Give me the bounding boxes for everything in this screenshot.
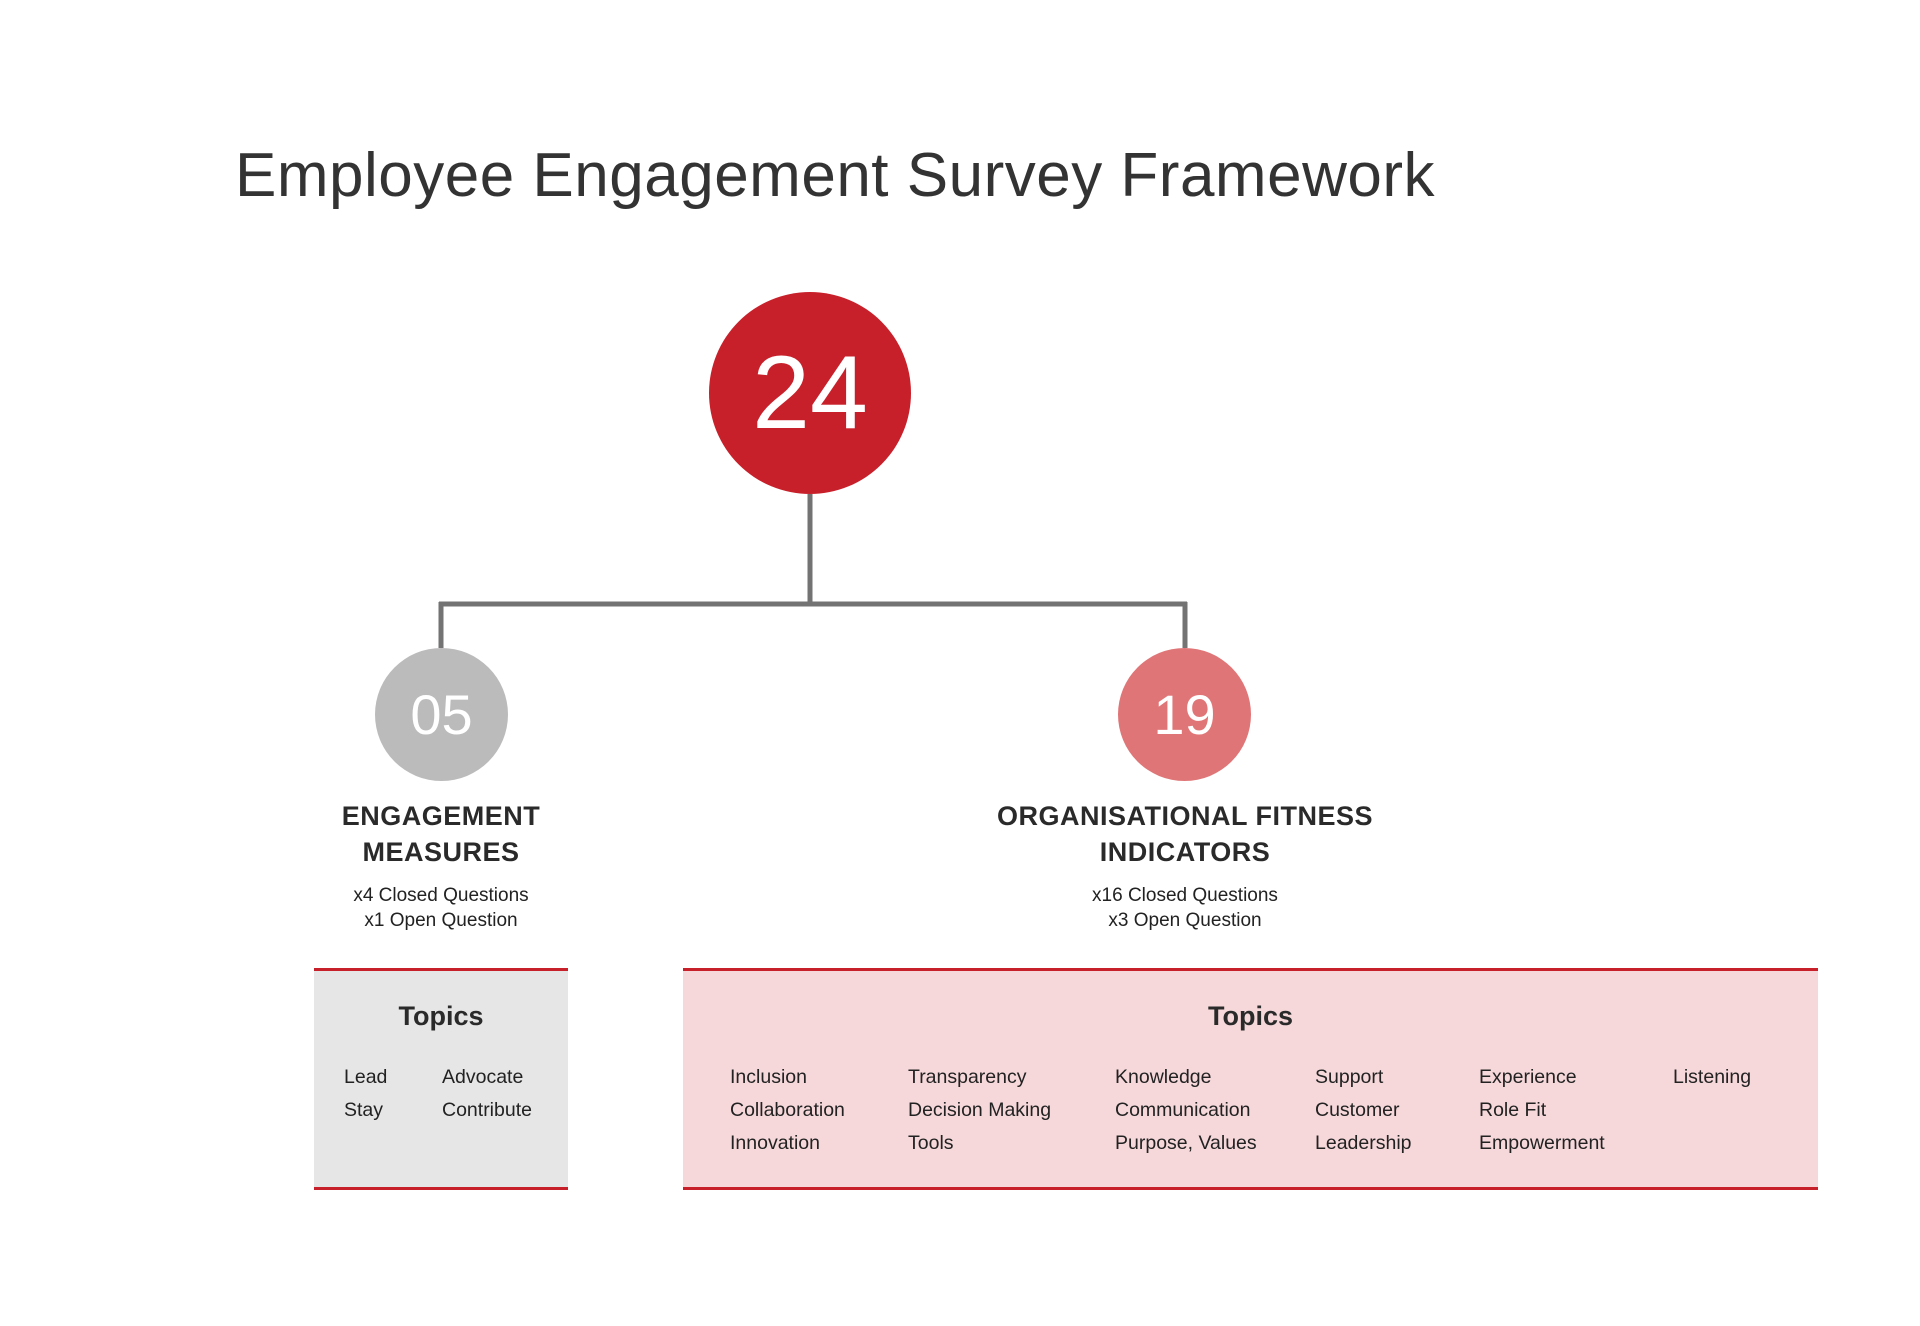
topic-item: Communication [1115, 1099, 1251, 1121]
page-title: Employee Engagement Survey Framework [235, 141, 1435, 210]
topics-column: Inclusion Collaboration Innovation [730, 1061, 845, 1160]
topic-item: Advocate [442, 1066, 524, 1088]
topics-column: Experience Role Fit Empowerment [1479, 1061, 1605, 1160]
engagement-measures-title: ENGAGEMENT MEASURES [300, 798, 582, 870]
topic-item: Customer [1315, 1099, 1400, 1121]
topics-heading: Topics [398, 1001, 484, 1031]
engagement-count-circle: 05 [375, 648, 508, 781]
topics-column: Lead Stay [344, 1061, 387, 1127]
topic-item: Listening [1673, 1066, 1752, 1088]
topics-column: Advocate Contribute [442, 1061, 532, 1127]
topic-item: Decision Making [908, 1099, 1052, 1121]
title-line: ORGANISATIONAL FITNESS [996, 801, 1373, 831]
topic-item: Tools [908, 1132, 954, 1154]
total-questions-count: 24 [752, 334, 868, 451]
topic-item: Contribute [442, 1099, 532, 1121]
total-questions-circle: 24 [709, 292, 911, 494]
fitness-count-circle: 19 [1118, 648, 1251, 781]
title-line: MEASURES [362, 837, 520, 867]
closed-questions-label: x16 Closed Questions [1092, 885, 1278, 906]
open-questions-label: x1 Open Question [364, 910, 518, 931]
topics-column: Knowledge Communication Purpose, Values [1115, 1061, 1257, 1160]
title-line: ENGAGEMENT [341, 801, 541, 831]
topic-item: Support [1315, 1066, 1384, 1088]
topic-item: Stay [344, 1099, 384, 1121]
fitness-count: 19 [1153, 683, 1216, 746]
topic-item: Lead [344, 1066, 388, 1088]
engagement-question-counts: x4 Closed Questions x1 Open Question [300, 883, 582, 933]
engagement-topics-box: Topics Lead Stay Advocate Contribute [314, 968, 568, 1190]
topic-item: Purpose, Values [1115, 1132, 1257, 1154]
engagement-count: 05 [410, 683, 473, 746]
topic-item: Transparency [908, 1066, 1027, 1088]
open-questions-label: x3 Open Question [1108, 910, 1262, 931]
fitness-topics-box: Topics Inclusion Collaboration Innovatio… [683, 968, 1818, 1190]
topic-item: Role Fit [1479, 1099, 1547, 1121]
title-line: INDICATORS [1099, 837, 1271, 867]
topic-item: Empowerment [1479, 1132, 1605, 1154]
topic-item: Collaboration [730, 1099, 845, 1121]
topic-item: Leadership [1315, 1132, 1412, 1154]
topics-column: Transparency Decision Making Tools [908, 1061, 1051, 1160]
topics-column: Support Customer Leadership [1315, 1061, 1412, 1160]
topic-item: Experience [1479, 1066, 1577, 1088]
topics-column: Listening [1673, 1061, 1751, 1094]
topics-heading: Topics [1207, 1001, 1293, 1031]
fitness-indicators-title: ORGANISATIONAL FITNESS INDICATORS [950, 798, 1420, 870]
topic-item: Knowledge [1115, 1066, 1212, 1088]
closed-questions-label: x4 Closed Questions [353, 885, 529, 906]
topic-item: Inclusion [730, 1066, 807, 1088]
fitness-question-counts: x16 Closed Questions x3 Open Question [1000, 883, 1370, 933]
topic-item: Innovation [730, 1132, 820, 1154]
